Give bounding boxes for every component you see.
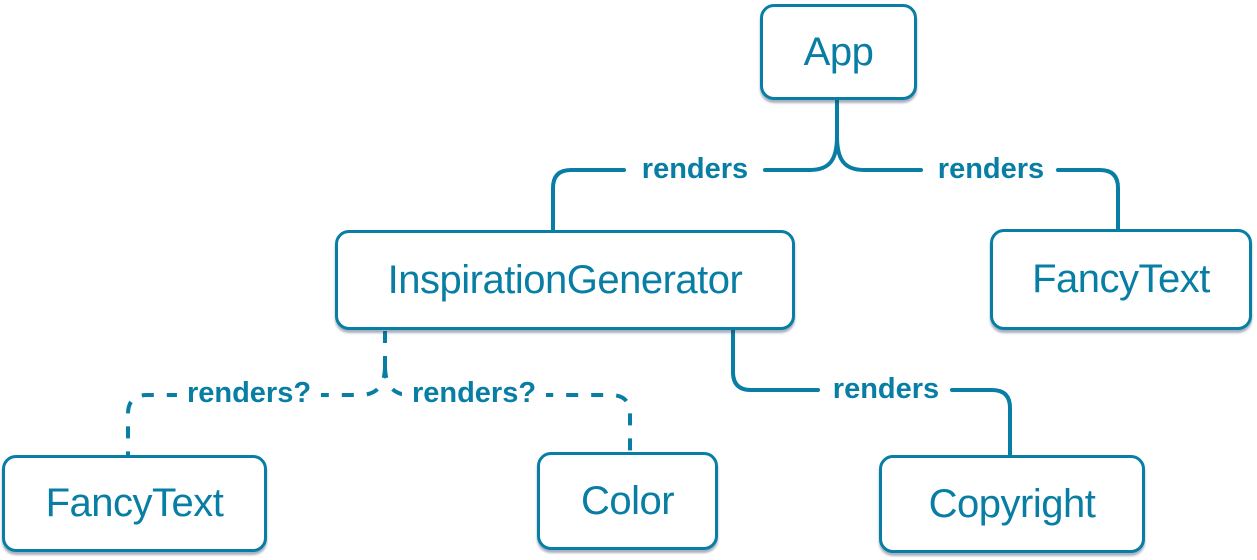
edge-label-renders-copyright: renders (822, 372, 950, 408)
node-color: Color (537, 452, 718, 550)
node-fancy-text-bottom-label: FancyText (45, 481, 224, 525)
node-fancy-text-top-label: FancyText (1032, 257, 1210, 301)
node-color-label: Color (580, 478, 675, 523)
node-inspiration-generator: InspirationGenerator (335, 230, 795, 330)
node-fancy-text-top: FancyText (990, 229, 1252, 330)
node-copyright: Copyright (879, 455, 1145, 553)
edge-inspirationgenerator-to-fancytext (126, 365, 387, 456)
edge-label-renders-inspirationgenerator: renders (631, 152, 759, 188)
edge-inspirationgenerator-to-copyright (731, 327, 1012, 458)
node-app: App (760, 4, 917, 100)
edge-label-renders-fancytext: renders (927, 152, 1055, 188)
node-inspiration-generator-label: InspirationGenerator (387, 257, 743, 302)
edge-label-renders-conditional-fancytext: renders? (176, 376, 322, 412)
node-fancy-text-bottom: FancyText (2, 455, 267, 552)
node-copyright-label: Copyright (928, 481, 1096, 526)
node-app-label: App (803, 29, 874, 74)
edge-label-renders-conditional-color: renders? (401, 376, 547, 412)
edge-app-to-fancytext (835, 134, 1120, 232)
